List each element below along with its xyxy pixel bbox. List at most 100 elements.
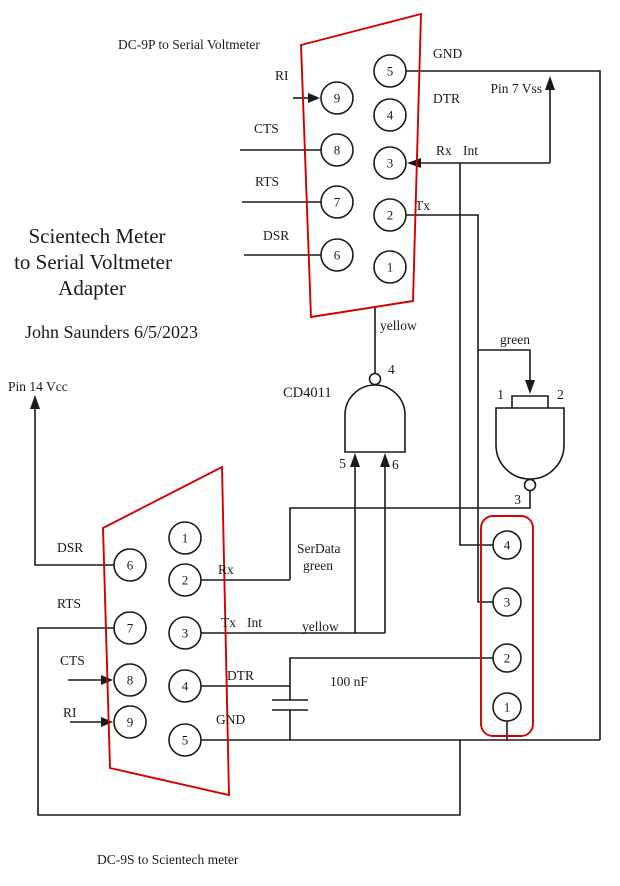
- label-serdata: SerData: [297, 541, 340, 556]
- label-vss: Pin 7 Vss: [490, 81, 542, 96]
- pin-number: 2: [182, 573, 189, 588]
- pin-circle: [113, 548, 147, 582]
- pin-circle: [492, 587, 522, 617]
- pin-circle: [373, 198, 407, 232]
- pin-number: 5: [182, 733, 189, 748]
- pin-number: 2: [387, 208, 394, 223]
- pin-circle: [373, 250, 407, 284]
- green-arrowhead-icon: [525, 380, 535, 394]
- pin-number: 8: [334, 143, 341, 158]
- pin-circle: [492, 643, 522, 673]
- aux-connector-outline: [480, 515, 534, 737]
- wires: [30, 70, 601, 816]
- label-rts-top: RTS: [255, 174, 279, 189]
- wire-aux-pin2: [289, 657, 493, 686]
- pin-number: 9: [127, 715, 134, 730]
- label-tx-top: Tx: [415, 198, 430, 213]
- top-connector-heading: DC-9P to Serial Voltmeter: [118, 37, 260, 52]
- pin-number: 3: [504, 595, 511, 610]
- wire-green-feed: [478, 349, 531, 381]
- rx-arrowhead-icon: [407, 158, 421, 168]
- bottom-db9-outline: [102, 465, 230, 797]
- gate-b-body: [495, 407, 565, 480]
- pin-circle: [492, 692, 522, 722]
- label-gate-b-in2: 2: [557, 387, 564, 402]
- label-ri-top: RI: [275, 68, 289, 83]
- gate-b-bubble: [523, 478, 537, 492]
- wire-rx-to-aux4: [459, 163, 493, 546]
- pin-number: 3: [387, 156, 394, 171]
- label-cap-value: 100 nF: [330, 674, 368, 689]
- nand-gate-a: [344, 372, 406, 453]
- gate-a-bubble: [368, 372, 382, 386]
- wire-rts-bottom: [37, 627, 461, 816]
- vcc-arrowhead-icon: [30, 395, 40, 409]
- bottom-connector-heading: DC-9S to Scientech meter: [97, 852, 239, 867]
- label-tx-bottom: Tx: [221, 615, 236, 630]
- pin-number: 8: [127, 673, 134, 688]
- bottom-db9-pins: 1 2 3 4 5 6 7 8 9: [113, 521, 202, 757]
- pin-circle: [320, 185, 354, 219]
- aux-connector-pins: 4 3 2 1: [492, 530, 522, 722]
- pin-number: 7: [334, 195, 341, 210]
- wire-dsr-vcc: [34, 402, 114, 566]
- pin-number: 4: [182, 679, 189, 694]
- label-cts-bottom: CTS: [60, 653, 85, 668]
- pin-number: 4: [387, 108, 394, 123]
- label-dsr-bottom: DSR: [57, 540, 83, 555]
- label-ic-name: CD4011: [283, 385, 332, 401]
- label-gate-a-in2: 6: [392, 457, 399, 472]
- label-vcc: Pin 14 Vcc: [8, 379, 68, 394]
- title-line1: Scientech Meter: [28, 224, 165, 248]
- pin-number: 1: [504, 700, 511, 715]
- label-gate-a-out: 4: [388, 362, 395, 377]
- pin-circle: [320, 238, 354, 272]
- label-gate-a-in1: 5: [339, 456, 346, 471]
- gatea-in2-arrowhead-icon: [380, 453, 390, 467]
- gatea-in1-arrowhead-icon: [350, 453, 360, 467]
- pin-circle: [168, 723, 202, 757]
- wire-serdata: [289, 490, 531, 580]
- pin-number: 1: [182, 531, 189, 546]
- label-dtr-top: DTR: [433, 91, 460, 106]
- pin-number: 9: [334, 91, 341, 106]
- title-line2: to Serial Voltmeter: [14, 250, 172, 274]
- title-line3: Adapter: [58, 276, 126, 300]
- author-date: John Saunders 6/5/2023: [25, 322, 198, 342]
- ri-top-arrowhead-icon: [308, 93, 320, 103]
- pin-number: 6: [334, 248, 341, 263]
- label-dtr-bottom: DTR: [227, 668, 254, 683]
- gate-a-body: [344, 384, 406, 453]
- label-dsr-top: DSR: [263, 228, 289, 243]
- label-green-gate: green: [500, 332, 530, 347]
- pin-number: 6: [127, 558, 134, 573]
- label-ri-bottom: RI: [63, 705, 77, 720]
- nand-gate-b: [495, 395, 565, 492]
- pin-number: 2: [504, 651, 511, 666]
- label-serdata-color: green: [303, 558, 333, 573]
- top-db9-pins: 5 4 3 2 1 9 8 7 6: [320, 54, 407, 284]
- label-yellow-top: yellow: [380, 318, 417, 333]
- pin-circle: [113, 663, 147, 697]
- pin-number: 5: [387, 64, 394, 79]
- pin-circle: [168, 521, 202, 555]
- pin-number: 4: [504, 538, 511, 553]
- label-int-top: Int: [463, 143, 478, 158]
- pin-circle: [168, 563, 202, 597]
- capacitor-symbol: [272, 686, 308, 740]
- pin-circle: [320, 81, 354, 115]
- label-rts-bottom: RTS: [57, 596, 81, 611]
- label-int-bottom: Int: [247, 615, 262, 630]
- pin-circle: [373, 54, 407, 88]
- label-cts-top: CTS: [254, 121, 279, 136]
- gate-b-input-stubs: [511, 395, 549, 408]
- label-gate-b-in1: 1: [497, 387, 504, 402]
- pin-circle: [168, 616, 202, 650]
- label-rx-top: Rx: [436, 143, 452, 158]
- pin-circle: [492, 530, 522, 560]
- pin-circle: [113, 611, 147, 645]
- wire-gnd-rail: [406, 70, 601, 740]
- pin-circle: [168, 669, 202, 703]
- labels: DC-9P to Serial Voltmeter DC-9S to Scien…: [8, 37, 564, 867]
